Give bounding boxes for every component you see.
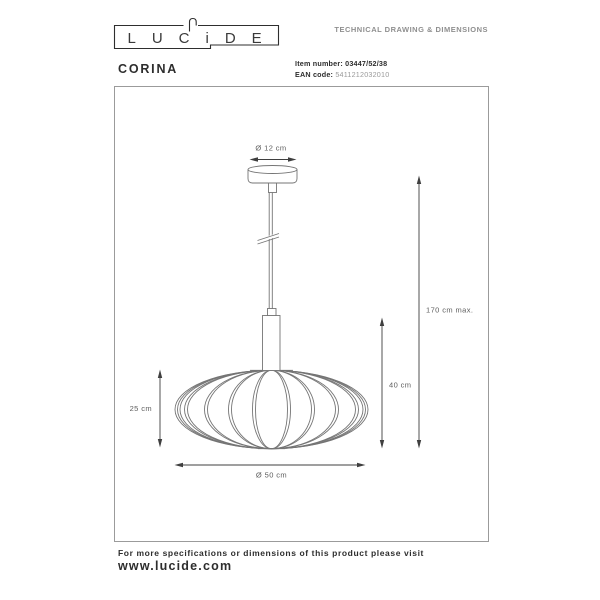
ceiling-canopy — [247, 165, 298, 193]
ean-row: EAN code: 5411212032010 — [295, 69, 389, 80]
dimension-annotations: Ø 12 cm 170 cm max. 40 cm 25 cm — [130, 144, 473, 480]
item-number-value: 03447/52/38 — [345, 59, 388, 68]
item-number-row: Item number: 03447/52/38 — [295, 58, 389, 69]
logo-hook-icon — [188, 17, 197, 32]
item-number-label: Item number: — [295, 59, 343, 68]
socket-connector — [267, 308, 277, 316]
cable-break-icon — [257, 236, 280, 245]
socket-tube — [262, 315, 281, 371]
drawing-frame — [114, 86, 489, 542]
footer-note: For more specifications or dimensions of… — [118, 548, 424, 558]
suspension-cable — [257, 192, 280, 309]
lucide-logo: LUCiDE — [113, 17, 280, 50]
page-title: CORINA — [118, 62, 179, 76]
dimension-fixture-height: 40 cm — [379, 317, 411, 449]
dimension-label: Ø 50 cm — [256, 471, 287, 480]
doc-type-label: TECHNICAL DRAWING & DIMENSIONS — [334, 25, 488, 34]
ean-label: EAN code: — [295, 70, 334, 79]
dimension-label: 25 cm — [130, 404, 152, 413]
cable-break-icon — [257, 233, 280, 241]
logo-box-outline — [113, 24, 280, 50]
canopy-connector — [268, 182, 277, 193]
dimension-label: Ø 12 cm — [255, 144, 286, 153]
footer-website-link[interactable]: www.lucide.com — [118, 559, 233, 573]
dimension-label: 170 cm max. — [426, 306, 473, 315]
pendant-lamp — [174, 165, 369, 450]
product-identifiers: Item number: 03447/52/38 EAN code: 54112… — [295, 58, 389, 80]
ean-value: 5411212032010 — [335, 70, 390, 79]
dimension-shade-height: 25 cm — [130, 369, 163, 448]
dimension-shade-diameter: Ø 50 cm — [174, 462, 366, 480]
lampshade — [174, 369, 369, 450]
dimension-label: 40 cm — [389, 381, 411, 390]
dimension-canopy-diameter: Ø 12 cm — [249, 144, 297, 162]
logo-letters: LUCiDE — [128, 30, 278, 47]
dimension-max-height: 170 cm max. — [416, 175, 473, 449]
